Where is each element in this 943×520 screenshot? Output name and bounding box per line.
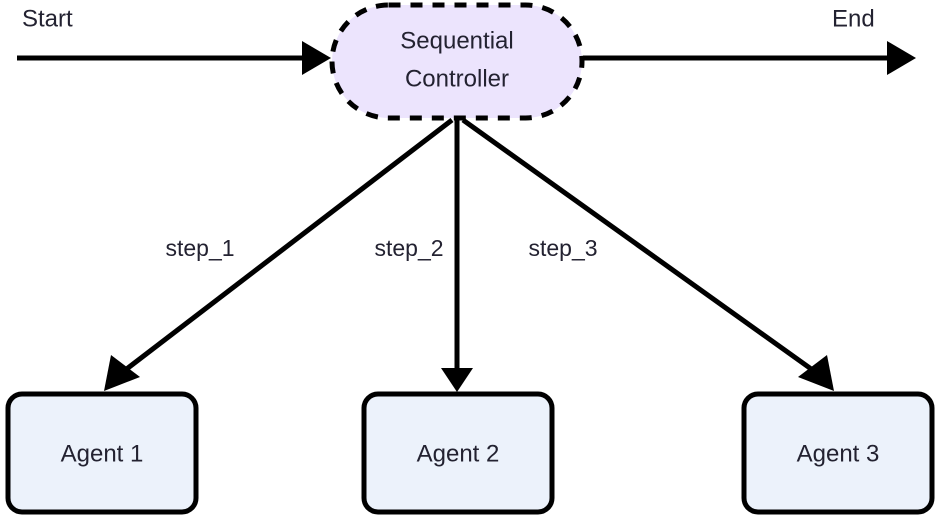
- node-agent-1[interactable]: Agent 1: [5, 391, 199, 515]
- edge-controller-to-end: [583, 41, 916, 75]
- arrowhead-controller-agent1: [104, 355, 140, 391]
- edge-controller-to-agent1: [104, 118, 454, 391]
- arrowhead-controller-end: [887, 41, 916, 75]
- node-agent-2[interactable]: Agent 2: [361, 391, 555, 515]
- edge-controller-to-agent3: [461, 117, 834, 391]
- node-agent-3[interactable]: Agent 3: [741, 391, 935, 515]
- node-sequential-controller[interactable]: Sequential Controller: [329, 2, 585, 121]
- controller-label-line-1: Sequential: [400, 27, 513, 54]
- edge-label-step-1: step_1: [165, 235, 234, 261]
- edge-start-to-controller: [17, 41, 331, 75]
- end-label: End: [832, 5, 875, 32]
- agent-2-label: Agent 2: [417, 440, 500, 467]
- edge-label-step-3: step_3: [528, 235, 597, 261]
- agent-2-shape: [361, 391, 555, 515]
- agent-1-label: Agent 1: [61, 440, 144, 467]
- edge-label-step-2: step_2: [374, 235, 443, 261]
- arrowhead-controller-agent3: [798, 355, 834, 391]
- start-label: Start: [22, 5, 73, 32]
- edge-controller-to-agent2: [441, 120, 473, 392]
- agent-3-shape: [741, 391, 935, 515]
- agent-1-shape: [5, 391, 199, 515]
- arrowhead-start-controller: [302, 41, 331, 75]
- controller-shape: [329, 2, 585, 121]
- agent-3-label: Agent 3: [797, 440, 880, 467]
- edge-line-controller-agent3: [461, 117, 816, 374]
- edge-line-controller-agent1: [122, 118, 454, 373]
- controller-label-line-2: Controller: [405, 65, 509, 92]
- arrowhead-controller-agent2: [441, 368, 473, 392]
